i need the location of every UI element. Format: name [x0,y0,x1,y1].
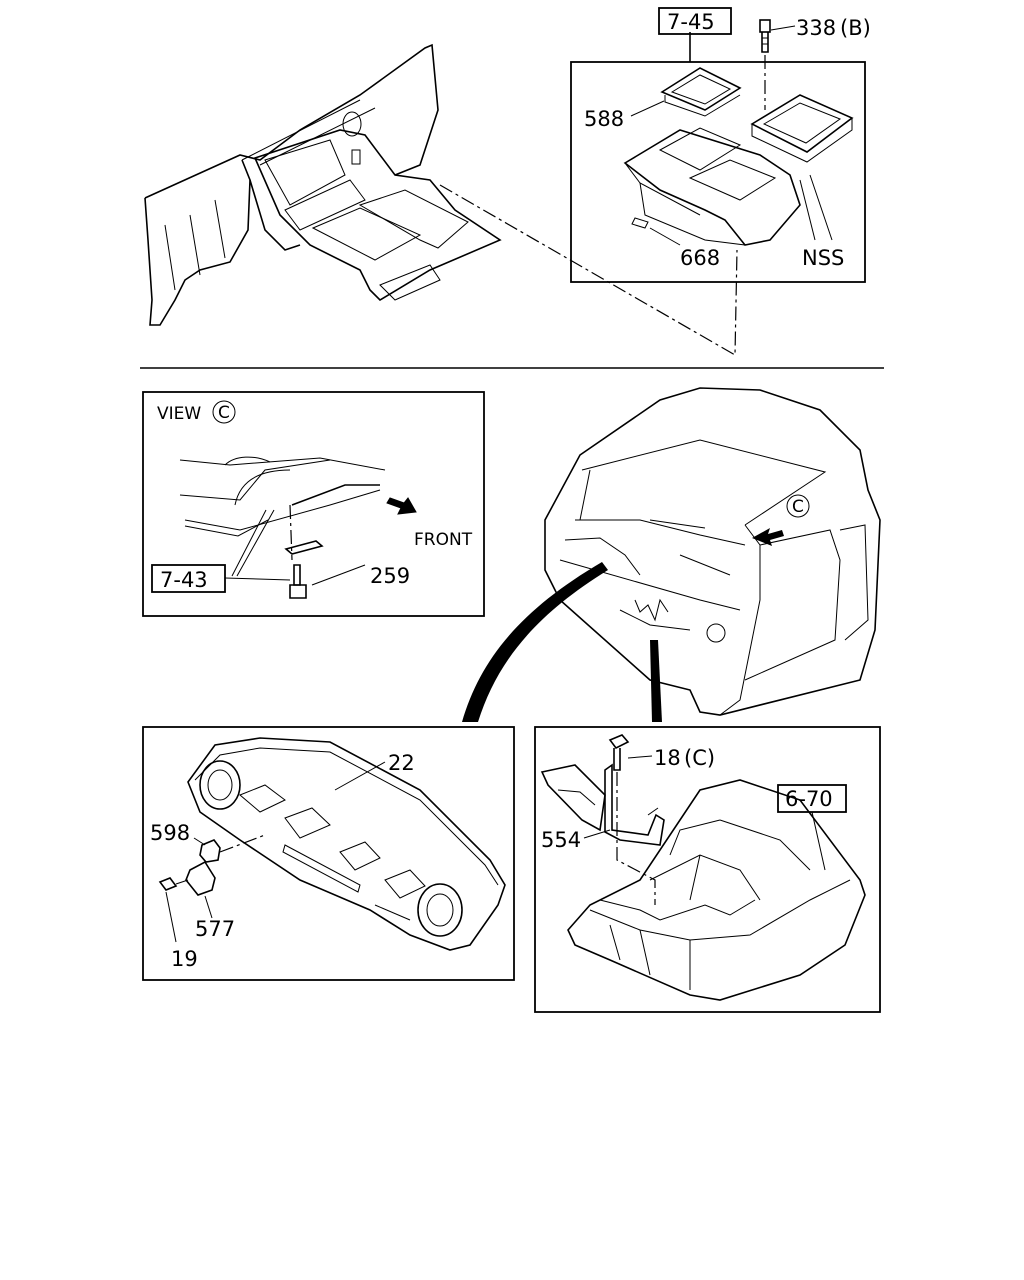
leader-554 [583,829,611,839]
lead-to-floor-panel [650,640,662,722]
callout-338: 338 [796,16,836,40]
callout-259: 259 [370,564,410,588]
callout-577: 577 [195,917,235,941]
bolt-18 [608,734,656,905]
floor-panel-box [534,726,881,1013]
callout-22: 22 [388,751,415,775]
callout-7-45: 7-45 [667,10,715,34]
callout-598: 598 [150,821,190,845]
callout-19: 19 [171,947,198,971]
cover-588 [630,67,742,117]
callout-554: 554 [541,828,581,852]
callout-668: 668 [680,246,720,270]
dashboard-panel-box [142,726,515,981]
bracket-577 [185,860,216,919]
cab-view-c-letter: C [792,497,804,517]
assembly-box-7-45 [570,7,866,283]
view-c-title: VIEW [157,404,201,424]
callout-18: 18 [654,746,681,770]
console-tray [623,127,801,246]
dashboard-overview-drawing [144,43,502,326]
callout-338-suffix: (B) [840,16,871,40]
callout-588: 588 [584,107,624,131]
callout-6-70: 6-70 [785,787,833,811]
callout-7-43: 7-43 [160,568,208,592]
cab-overview-drawing [544,387,881,716]
front-label: FRONT [414,530,473,550]
leader-console-to-assembly [439,184,738,357]
callout-nss: NSS [802,246,844,270]
callout-18-suffix: (C) [684,746,715,770]
bracket-554 [540,763,665,846]
screw-19 [158,877,189,943]
clip-598 [193,834,266,863]
view-c-arrow-icon [752,528,784,546]
view-c-panel [142,391,485,617]
front-arrow-icon [386,497,417,515]
bolt-338 [759,19,796,110]
lead-to-dashboard-panel [462,562,608,722]
view-c-letter: C [218,403,230,423]
shift-boot-nss [750,94,854,241]
